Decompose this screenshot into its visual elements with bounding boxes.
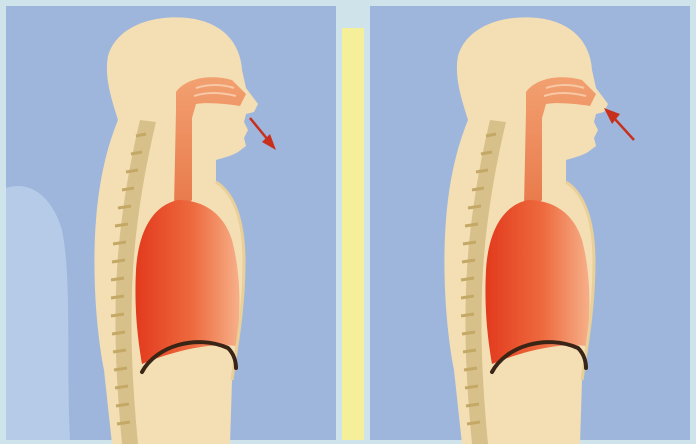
- panel-inhale: [370, 6, 690, 444]
- panel-divider: [342, 28, 364, 440]
- panel-exhale: [6, 6, 336, 444]
